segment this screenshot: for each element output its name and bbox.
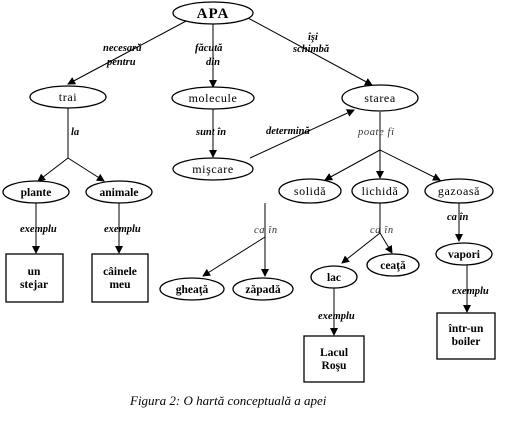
node-trai-text: trai — [59, 90, 77, 104]
edge-solida-gheata — [202, 236, 266, 277]
node-solida-text: solidă — [294, 184, 326, 198]
node-cainele-line1: câinele — [103, 266, 137, 278]
node-lacul-rosu-line1: Lacul — [320, 347, 348, 359]
node-gheata: gheaţă — [159, 277, 225, 301]
label-exemplu-plante: exemplu — [20, 224, 57, 235]
label-pentru: pentru — [106, 57, 136, 68]
node-un-stejar: un stejar — [5, 253, 64, 303]
node-cainele-line2: meu — [109, 279, 131, 291]
figure-caption: Figura 2: O hartă conceptuală a apei — [129, 393, 327, 408]
label-din: din — [206, 57, 220, 68]
edges — [32, 17, 471, 336]
label-ca-in-gazoasa: ca în — [447, 212, 468, 223]
label-exemplu-vapori: exemplu — [452, 286, 489, 297]
node-molecule: molecule — [171, 86, 255, 110]
label-determina: determină — [266, 126, 310, 137]
edge-trai-plante — [37, 157, 69, 182]
label-ca-in-lichida: ca în — [370, 225, 394, 236]
label-isi: îşi — [308, 32, 318, 43]
label-exemplu-lac: exemplu — [318, 311, 355, 322]
node-apa-text: APA — [197, 6, 230, 22]
label-la: la — [71, 127, 79, 138]
edge-trai-animale — [67, 157, 105, 182]
node-animale-text: animale — [100, 187, 139, 199]
node-boiler-line2: boiler — [452, 336, 481, 348]
node-molecule-text: molecule — [189, 91, 238, 105]
node-vapori-text: vapori — [448, 249, 481, 261]
node-lac-text: lac — [327, 272, 341, 284]
label-ca-in-solida: ca în — [254, 225, 278, 236]
label-sunt-in: sunt în — [195, 127, 226, 138]
node-lacul-rosu-line2: Roşu — [322, 360, 348, 372]
edge-lichida-ceata — [379, 232, 393, 254]
edge-miscare-starea — [249, 109, 355, 159]
node-boiler-line1: într-un — [448, 323, 484, 335]
label-poate-fi: poate fi — [357, 127, 395, 138]
link-labels: necesară pentru făcută din îşi schimbă l… — [20, 32, 489, 322]
label-necesara: necesară — [103, 43, 142, 54]
node-ceata-text: ceaţă — [380, 260, 406, 272]
node-plante: plante — [2, 180, 70, 204]
label-facuta: făcută — [195, 43, 222, 54]
node-lac: lac — [310, 265, 358, 289]
node-boiler: într-un boiler — [436, 312, 496, 360]
node-animale: animale — [85, 180, 153, 204]
node-cainele-meu: câinele meu — [91, 253, 149, 303]
node-trai: trai — [29, 85, 107, 109]
node-gazoasa-text: gazoasă — [438, 184, 480, 198]
node-plante-text: plante — [21, 187, 52, 199]
node-starea-text: starea — [364, 91, 396, 105]
label-exemplu-animale: exemplu — [104, 224, 141, 235]
node-zapada: zăpadă — [232, 277, 294, 301]
edge-starea-gazoasa — [379, 149, 441, 181]
node-zapada-text: zăpadă — [245, 284, 280, 296]
node-lacul-rosu: Lacul Roşu — [303, 335, 365, 383]
node-un-stejar-line1: un — [28, 266, 41, 278]
edge-apa-trai — [67, 19, 189, 85]
edge-lichida-lac — [341, 232, 381, 264]
label-schimba: schimbă — [292, 44, 329, 55]
node-vapori: vapori — [435, 242, 493, 266]
node-un-stejar-line2: stejar — [20, 279, 48, 291]
node-ceata: ceaţă — [366, 253, 420, 277]
node-miscare: mişcare — [172, 157, 254, 181]
edge-starea-solida — [324, 149, 381, 181]
node-miscare-text: mişcare — [192, 162, 234, 176]
node-gheata-text: gheaţă — [176, 284, 209, 296]
node-apa: APA — [172, 1, 254, 25]
node-lichida-text: lichidă — [362, 184, 399, 198]
node-solida: solidă — [278, 178, 342, 204]
edge-apa-starea — [247, 17, 373, 86]
node-gazoasa: gazoasă — [424, 178, 494, 204]
node-starea: starea — [341, 84, 419, 112]
node-lichida: lichidă — [351, 178, 409, 204]
